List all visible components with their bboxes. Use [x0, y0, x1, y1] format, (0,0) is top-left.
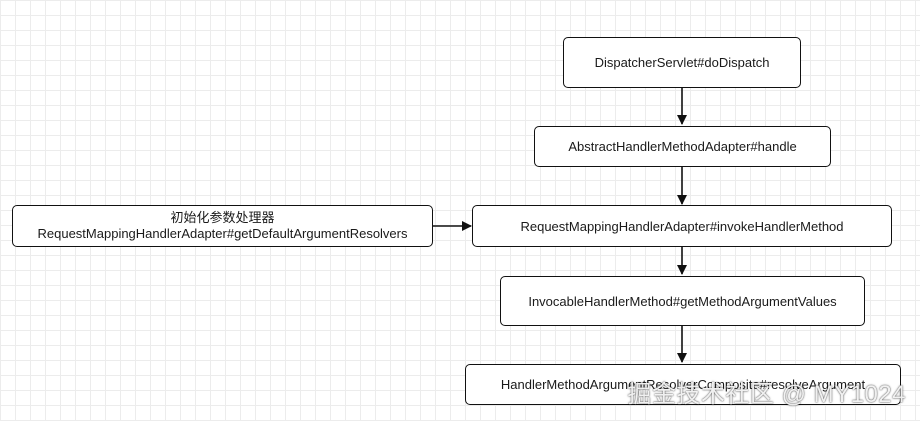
node-label: InvocableHandlerMethod#getMethodArgument…: [528, 293, 837, 309]
node-handlermethodargumentresolvercomposite-resolveargument: HandlerMethodArgumentResolverComposite#r…: [465, 364, 901, 405]
node-dispatcherservlet-dodispatch: DispatcherServlet#doDispatch: [563, 37, 801, 88]
node-label: DispatcherServlet#doDispatch: [594, 55, 770, 70]
node-init-argument-resolvers: 初始化参数处理器 RequestMappingHandlerAdapter#ge…: [12, 205, 433, 247]
node-abstracthandlermethodadapter-handle: AbstractHandlerMethodAdapter#handle: [534, 126, 831, 167]
node-requestmappinghandleradapter-invokehandlermethod: RequestMappingHandlerAdapter#invokeHandl…: [472, 205, 892, 247]
node-label: AbstractHandlerMethodAdapter#handle: [568, 139, 797, 154]
node-invocablehandlermethod-getmethodargumentvalues: InvocableHandlerMethod#getMethodArgument…: [500, 276, 865, 326]
node-label: RequestMappingHandlerAdapter#invokeHandl…: [520, 218, 844, 234]
node-label-line1: 初始化参数处理器: [170, 210, 275, 225]
watermark: 掘金技术社区 @ MY1024: [627, 381, 906, 408]
node-label: HandlerMethodArgumentResolverComposite#r…: [500, 377, 866, 392]
node-label-line2: RequestMappingHandlerAdapter#getDefaultA…: [37, 226, 408, 241]
